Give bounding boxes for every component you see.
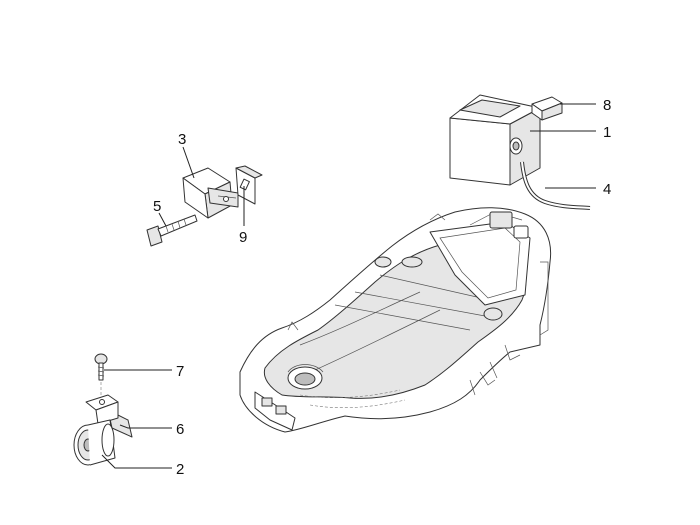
- callout-1: 1: [603, 124, 611, 141]
- callout-6: 6: [176, 421, 184, 438]
- battery-vent-tube: [520, 161, 591, 210]
- leader-lines: [101, 103, 596, 469]
- terminal-cap: [531, 96, 563, 121]
- helmet-compartment-tray: [239, 207, 552, 433]
- callout-4: 4: [603, 181, 611, 198]
- callout-8: 8: [603, 97, 611, 114]
- battery: [449, 94, 541, 186]
- callout-labels: 1 2 3 4 5 6 7 8 9: [153, 97, 611, 478]
- horn-screw: [94, 353, 108, 400]
- callout-3: 3: [178, 131, 186, 148]
- leader-6: [119, 424, 172, 429]
- callout-2: 2: [176, 461, 184, 478]
- leader-2: [101, 454, 172, 469]
- horn-bracket: [85, 394, 133, 438]
- relay-screw: [146, 214, 198, 247]
- relay-bracket: [235, 165, 263, 205]
- callout-9: 9: [239, 229, 247, 246]
- leader-5: [158, 212, 167, 227]
- callout-7: 7: [176, 363, 184, 380]
- leader-3: [182, 146, 195, 179]
- starter-relay: [182, 167, 239, 219]
- horn: [73, 419, 116, 466]
- callout-5: 5: [153, 198, 161, 215]
